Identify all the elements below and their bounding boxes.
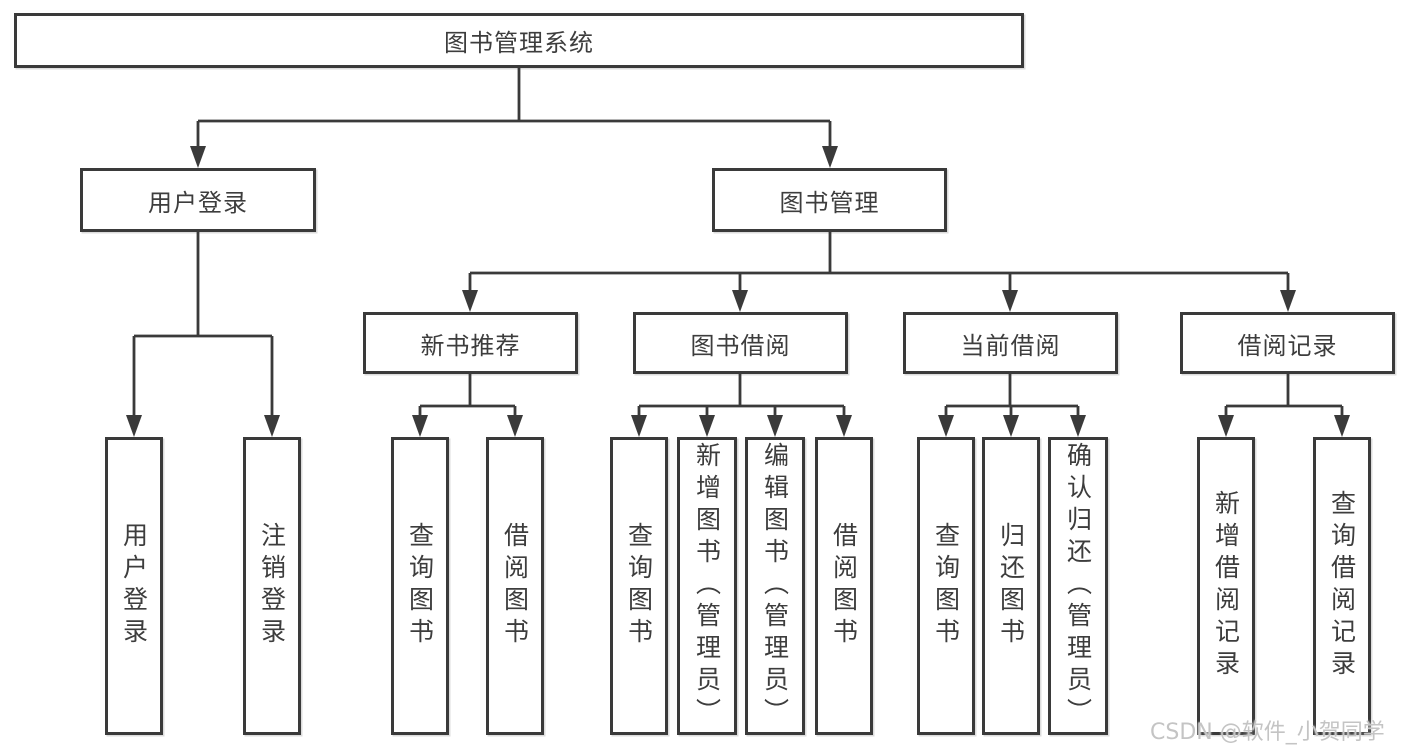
leaf-newbooks-borrow-label: 借阅图书 bbox=[500, 522, 530, 650]
node-new-book-recommend: 新书推荐 bbox=[363, 312, 578, 374]
node-borrow-records-label: 借阅记录 bbox=[1237, 331, 1338, 360]
node-current-borrow: 当前借阅 bbox=[903, 312, 1118, 374]
leaf-newbooks-query-label: 查询图书 bbox=[405, 522, 435, 650]
node-book-borrow-label: 图书借阅 bbox=[690, 331, 791, 360]
leaf-borrow-add: 新增图书（管理员） bbox=[677, 437, 737, 735]
leaf-newbooks-query: 查询图书 bbox=[391, 437, 449, 735]
leaf-current-query: 查询图书 bbox=[917, 437, 975, 735]
node-new-book-recommend-label: 新书推荐 bbox=[420, 331, 521, 360]
leaf-logout-label: 注销登录 bbox=[257, 522, 287, 650]
leaf-user-login: 用户登录 bbox=[105, 437, 163, 735]
leaf-user-login-label: 用户登录 bbox=[119, 522, 149, 650]
leaf-borrow-borrow-label: 借阅图书 bbox=[829, 522, 859, 650]
node-book-management: 图书管理 bbox=[712, 168, 947, 232]
node-book-borrow: 图书借阅 bbox=[633, 312, 848, 374]
node-current-borrow-label: 当前借阅 bbox=[960, 331, 1061, 360]
leaf-current-query-label: 查询图书 bbox=[931, 522, 961, 650]
leaf-current-return-label: 归还图书 bbox=[996, 522, 1026, 650]
node-book-management-label: 图书管理 bbox=[779, 188, 880, 217]
leaf-borrow-edit: 编辑图书（管理员） bbox=[745, 437, 805, 735]
leaf-newbooks-borrow: 借阅图书 bbox=[486, 437, 544, 735]
leaf-logout: 注销登录 bbox=[243, 437, 301, 735]
leaf-records-query-label: 查询借阅记录 bbox=[1327, 490, 1357, 682]
leaf-borrow-add-label: 新增图书（管理员） bbox=[692, 442, 722, 730]
leaf-current-confirm-label: 确认归还（管理员） bbox=[1063, 442, 1093, 730]
leaf-records-add-label: 新增借阅记录 bbox=[1211, 490, 1241, 682]
node-root: 图书管理系统 bbox=[14, 13, 1024, 68]
leaf-records-query: 查询借阅记录 bbox=[1313, 437, 1371, 735]
leaf-current-return: 归还图书 bbox=[982, 437, 1040, 735]
leaf-borrow-borrow: 借阅图书 bbox=[815, 437, 873, 735]
node-root-label: 图书管理系统 bbox=[444, 29, 594, 57]
node-user-login-label: 用户登录 bbox=[148, 188, 248, 217]
arrowheads bbox=[126, 146, 1350, 437]
csdn-watermark: CSDN @软件_小贺同学 bbox=[1150, 720, 1385, 745]
leaf-current-confirm: 确认归还（管理员） bbox=[1048, 437, 1108, 735]
leaf-borrow-query-label: 查询图书 bbox=[624, 522, 654, 650]
leaf-records-add: 新增借阅记录 bbox=[1197, 437, 1255, 735]
node-borrow-records: 借阅记录 bbox=[1180, 312, 1395, 374]
leaf-borrow-edit-label: 编辑图书（管理员） bbox=[760, 442, 790, 730]
node-user-login: 用户登录 bbox=[80, 168, 316, 232]
leaf-borrow-query: 查询图书 bbox=[610, 437, 668, 735]
